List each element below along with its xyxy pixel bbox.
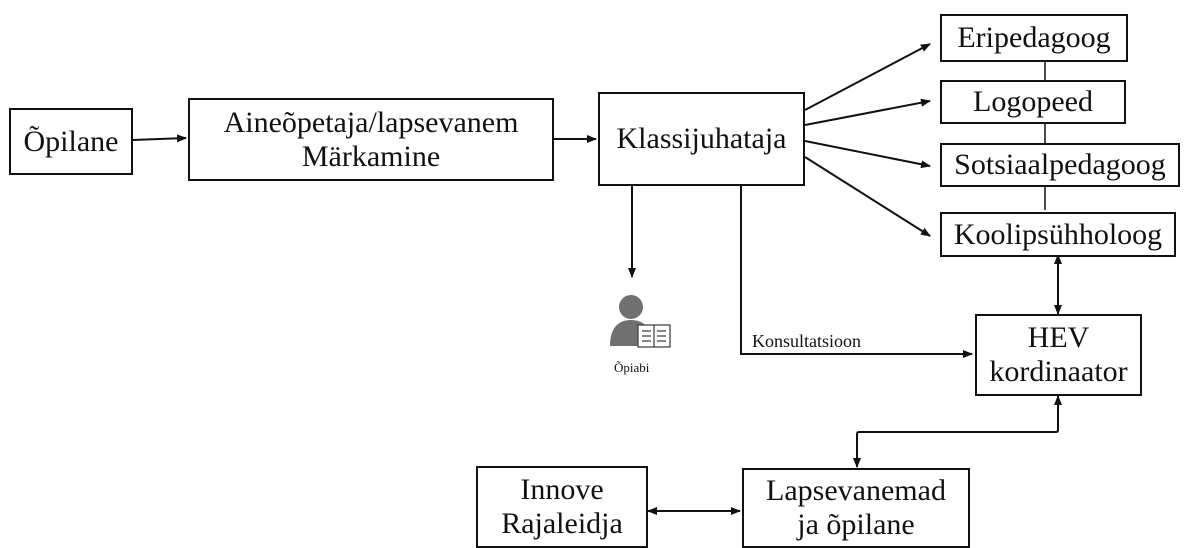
arrow-opilane-to-aineopetaja xyxy=(132,134,187,143)
arrow-hev-lapsevanemad xyxy=(853,395,1062,468)
node-logopeed-label: Logopeed xyxy=(973,85,1093,119)
node-logopeed: Logopeed xyxy=(940,80,1126,124)
konsultatsioon-label: Konsultatsioon xyxy=(752,331,862,351)
node-lapsevanemad: Lapsevanemad ja õpilane xyxy=(742,468,970,548)
node-innove-rajaleidja: Innove Rajaleidja xyxy=(476,466,648,548)
arrow-konsultatsioon xyxy=(740,186,973,358)
node-hev-koordinaator: HEV kordinaator xyxy=(975,314,1142,396)
node-aineopetaja: Aineõpetaja/lapsevanem Märkamine xyxy=(188,98,554,181)
node-eripedagoog: Eripedagoog xyxy=(940,14,1128,62)
arrow-to-koolipsuhholoog xyxy=(804,156,931,237)
node-klassijuhataja-label: Klassijuhataja xyxy=(616,122,787,156)
node-lapsevanemad-line1: Lapsevanemad xyxy=(766,474,946,508)
node-hev-line1: HEV xyxy=(1027,321,1090,355)
node-aineopetaja-line2: Märkamine xyxy=(301,139,441,173)
node-sotsiaalpedagoog: Sotsiaalpedagoog xyxy=(940,143,1180,187)
node-hev-line2: kordinaator xyxy=(989,355,1128,388)
node-opilane-label: Õpilane xyxy=(23,124,119,158)
node-opilane: Õpilane xyxy=(9,108,133,175)
node-sotsiaalpedagoog-label: Sotsiaalpedagoog xyxy=(954,148,1166,182)
node-koolipsuhholoog: Koolipsühholoog xyxy=(940,212,1176,257)
node-eripedagoog-label: Eripedagoog xyxy=(957,21,1111,55)
node-lapsevanemad-line2: ja õpilane xyxy=(797,508,915,541)
node-innove-line1: Innove xyxy=(520,473,604,507)
node-klassijuhataja: Klassijuhataja xyxy=(598,92,805,186)
node-koolipsuhholoog-label: Koolipsühholoog xyxy=(953,217,1163,251)
node-aineopetaja-line1: Aineõpetaja/lapsevanem xyxy=(223,105,519,139)
opiabi-label: Õpiabi xyxy=(614,360,650,375)
arrow-to-logopeed xyxy=(804,98,931,126)
book-icon xyxy=(637,324,671,348)
node-innove-line2: Rajaleidja xyxy=(501,507,623,540)
arrow-to-eripedagoog xyxy=(804,43,931,111)
arrow-to-sotsiaalpedagoog xyxy=(804,140,931,169)
